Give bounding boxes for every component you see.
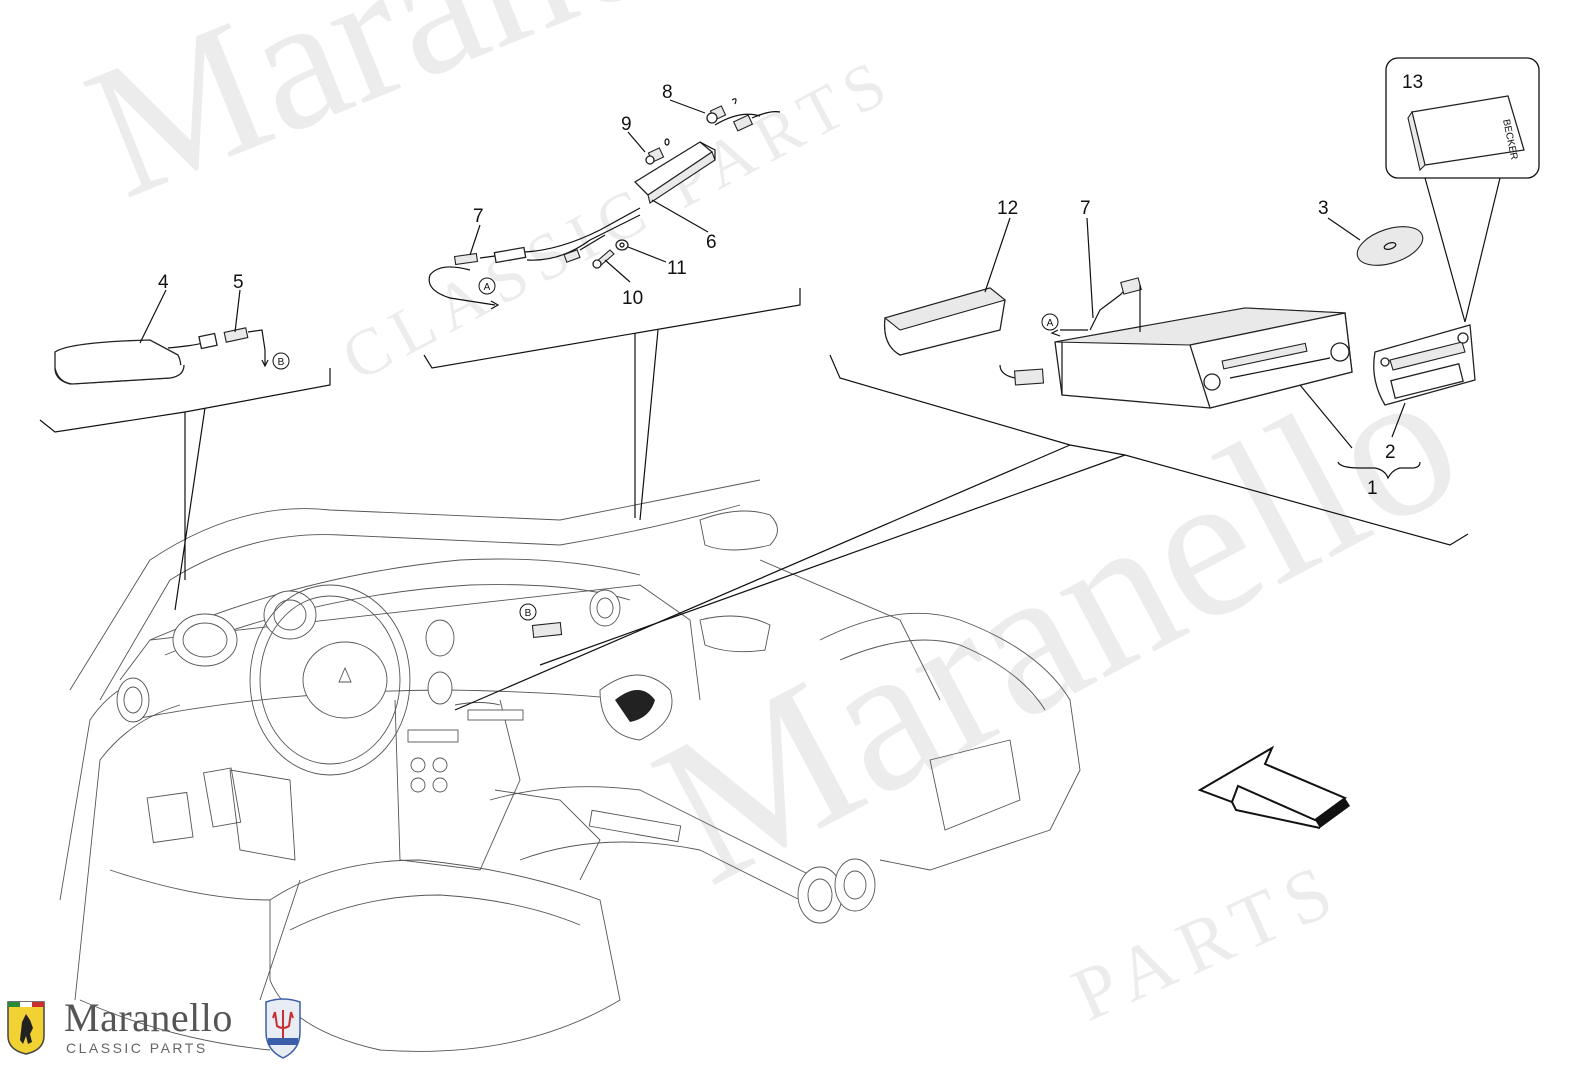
view-direction-arrow [1197, 745, 1350, 829]
part-12-cover [883, 287, 1007, 356]
group-brace [1337, 461, 1421, 480]
car-interior-drawing [59, 479, 1081, 1052]
callout-9: 9 [621, 114, 632, 135]
callout-1: 1 [1367, 478, 1378, 499]
callout-4: 4 [158, 272, 169, 293]
callout-6: 6 [706, 232, 717, 253]
callout-labels: 4 5 8 9 7 6 11 10 12 7 3 13 2 1 [158, 72, 1423, 499]
maserati-trident-icon [265, 998, 301, 1059]
part-6-amplifier [633, 111, 781, 204]
callout-5: 5 [233, 272, 244, 293]
callout-2: 2 [1385, 442, 1396, 463]
brand-subtitle: CLASSIC PARTS [66, 1040, 208, 1056]
part-5-connector: B [198, 327, 290, 370]
part-4-antenna [54, 339, 206, 385]
connector-b-label-2: B [525, 608, 532, 619]
part-2-faceplate [1373, 324, 1476, 406]
part-9-screw [645, 138, 670, 165]
part-1-radio-unit [999, 285, 1353, 409]
part-11-washer [615, 239, 629, 251]
group-frames [39, 288, 1469, 711]
part-13-manual: BECKER [1385, 57, 1540, 323]
part-8-screw [706, 98, 737, 124]
part-10-screw [592, 249, 615, 269]
part-7-cable-right: A [1041, 277, 1142, 337]
callout-8: 8 [662, 82, 673, 103]
ferrari-shield-icon [7, 1001, 45, 1055]
callout-12: 12 [997, 198, 1018, 219]
leader-lines [139, 99, 1406, 449]
part-7-cable-middle: A [428, 207, 641, 310]
connector-a-label-1: A [484, 282, 491, 293]
connector-a-label-2: A [1047, 318, 1054, 329]
brand-name: Maranello [64, 995, 233, 1040]
callout-11: 11 [667, 258, 687, 279]
part-3-cd [1356, 226, 1424, 266]
brand-logo: Maranello CLASSIC PARTS [6, 992, 306, 1072]
callout-10: 10 [622, 288, 643, 309]
connector-b-label-1: B [278, 357, 285, 368]
callout-7-middle: 7 [473, 206, 484, 227]
callout-7-right: 7 [1080, 198, 1091, 219]
callout-13: 13 [1402, 72, 1423, 93]
callout-3: 3 [1318, 198, 1329, 219]
